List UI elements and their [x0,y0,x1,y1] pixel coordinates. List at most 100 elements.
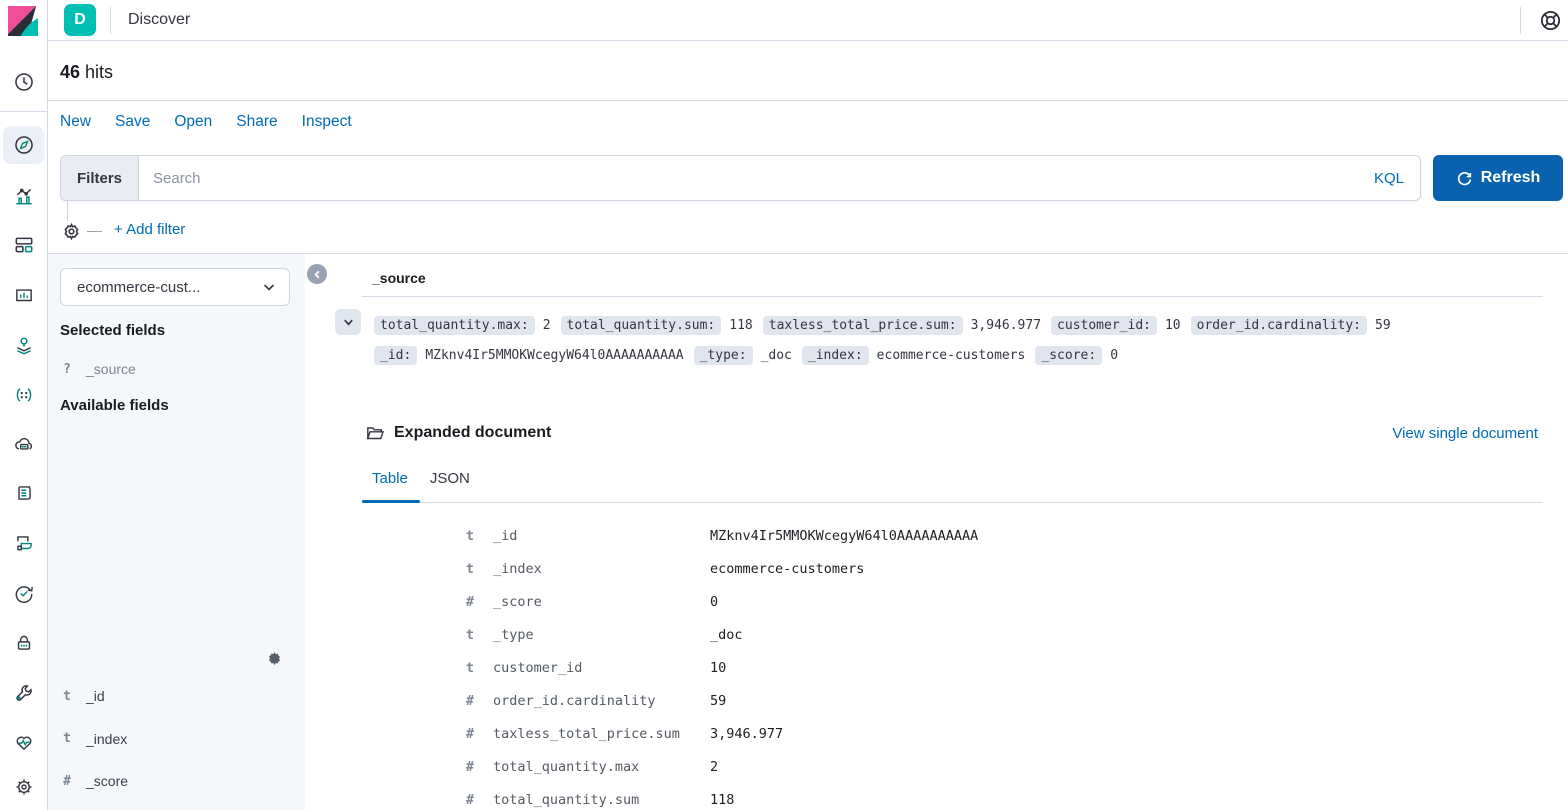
row-expand-toggle-button[interactable] [335,309,361,335]
nav-maps-icon[interactable] [0,325,47,365]
active-tab-underline [362,500,420,503]
kql-language-button[interactable]: KQL [1373,169,1404,187]
field-badge-pair: total_quantity.sum: 118 [560,315,753,335]
field-value: ecommerce-customers [710,560,865,577]
field-key-badge: _index: [801,345,869,365]
divider [362,296,1543,297]
table-row[interactable]: # total_quantity.sum 118 [462,783,1512,810]
menu-link[interactable]: New [60,113,92,130]
search-input[interactable] [139,156,1358,200]
tab-table[interactable]: Table [372,470,408,487]
tabs-divider [362,502,1543,503]
field-value: MZknv4Ir5MMOKWcegyW64l0AAAAAAAAAA [710,527,979,544]
expanded-document-title: Expanded document [394,424,552,441]
field-key-badge: order_id.cardinality: [1190,315,1367,335]
field-type-icon: t [465,560,475,577]
table-row[interactable]: # total_quantity.max 2 [462,750,1512,783]
field-value: 118 [710,791,735,808]
field-item[interactable]: t _index [60,718,292,761]
field-settings-gear-icon[interactable] [266,650,283,667]
filter-connector [67,201,68,221]
nav-stack-monitoring-icon[interactable] [0,722,47,762]
field-name: _index [493,560,542,577]
field-type-icon: t [63,688,71,704]
nav-security-icon[interactable] [0,623,47,663]
field-type-icon: ? [63,361,71,377]
nav-machine-learning-icon[interactable] [0,375,47,415]
field-value: 10 [1164,317,1181,333]
table-row[interactable]: t _type _doc [462,618,1512,651]
nav-logs-icon[interactable] [0,473,47,513]
field-value: 0 [710,593,719,610]
field-type-icon: # [465,725,475,742]
table-row[interactable]: t _index ecommerce-customers [462,552,1512,585]
menu-link[interactable]: Share [236,113,278,130]
source-column-header: _source [372,270,426,286]
nav-dashboard-icon[interactable] [0,225,47,265]
field-type-icon: t [465,626,475,643]
nav-apm-icon[interactable] [0,523,47,563]
menu-link[interactable]: Open [174,113,213,130]
field-name: _id [493,527,518,544]
header-divider-right [1520,7,1521,34]
field-item[interactable]: t _type [60,803,292,810]
help-lifebuoy-icon[interactable] [1538,8,1563,33]
query-bar: Filters KQL [60,155,1421,201]
field-type-icon: t [465,659,475,676]
field-badge-pair: _type: _doc [693,345,792,365]
table-row[interactable]: t customer_id 10 [462,651,1512,684]
tab-json[interactable]: JSON [429,470,470,487]
nav-canvas-icon[interactable] [0,275,47,315]
add-filter-link[interactable]: + Add filter [114,221,186,238]
field-badge-pair: _score: 0 [1035,345,1118,365]
filter-options-gear-icon[interactable] [61,221,82,242]
collapse-fields-panel-button[interactable] [307,264,327,284]
field-badge-pair: order_id.cardinality: 59 [1190,315,1391,335]
table-row[interactable]: t _id MZknv4Ir5MMOKWcegyW64l0AAAAAAAAAA [462,519,1512,552]
field-value: _doc [760,347,792,363]
folder-open-icon [366,427,384,440]
nav-metrics-icon[interactable] [0,424,47,464]
space-avatar-badge[interactable]: D [64,4,96,36]
nav-dev-tools-icon[interactable] [0,673,47,713]
field-type-icon: # [63,773,71,789]
refresh-button[interactable]: Refresh [1433,155,1563,201]
index-pattern-select[interactable]: ecommerce-cust... [60,268,290,306]
field-badge-pair: _index: ecommerce-customers [801,345,1026,365]
nav-uptime-icon[interactable] [0,573,47,613]
menu-link[interactable]: Save [115,113,151,130]
field-key-badge: _id: [374,345,418,365]
field-name: _type [493,626,534,643]
table-row[interactable]: # _score 0 [462,585,1512,618]
field-value: 118 [729,317,753,333]
view-single-document-link[interactable]: View single document [1392,425,1538,442]
doc-summary-line-1: total_quantity.max: 2 total_quantity.sum… [374,313,1391,337]
table-row[interactable]: # order_id.cardinality 59 [462,684,1512,717]
field-value: MZknv4Ir5MMOKWcegyW64l0AAAAAAAAAA [425,347,684,363]
filters-button[interactable]: Filters [61,156,139,200]
field-item[interactable]: ? _source [60,354,292,384]
nav-recently-viewed-icon[interactable] [0,62,47,102]
field-item[interactable]: # _score [60,760,292,803]
hits-label: hits [85,62,114,82]
field-name: _id [86,688,105,705]
nav-management-icon[interactable] [0,767,47,807]
menu-link[interactable]: Inspect [301,113,352,130]
available-fields-heading: Available fields [60,397,169,414]
field-key-badge: taxless_total_price.sum: [762,315,963,335]
kibana-logo[interactable] [8,6,38,36]
nav-active-highlight [3,126,44,164]
nav-discover-icon[interactable] [0,125,47,165]
field-name: _score [493,593,542,610]
field-value: ecommerce-customers [876,347,1026,363]
document-fields-table: t _id MZknv4Ir5MMOKWcegyW64l0AAAAAAAAAA … [462,519,1512,810]
field-badge-pair: _id: MZknv4Ir5MMOKWcegyW64l0AAAAAAAAAA [374,345,684,365]
table-row[interactable]: # taxless_total_price.sum 3,946.977 [462,717,1512,750]
nav-visualize-icon[interactable] [0,176,47,216]
field-value: 10 [710,659,727,676]
field-item[interactable]: t _id [60,675,292,718]
top-header-bar: D Discover [48,0,1568,41]
filter-connector-dash [87,231,102,232]
expanded-document-header: Expanded document [365,423,551,443]
field-name: _source [86,361,136,377]
